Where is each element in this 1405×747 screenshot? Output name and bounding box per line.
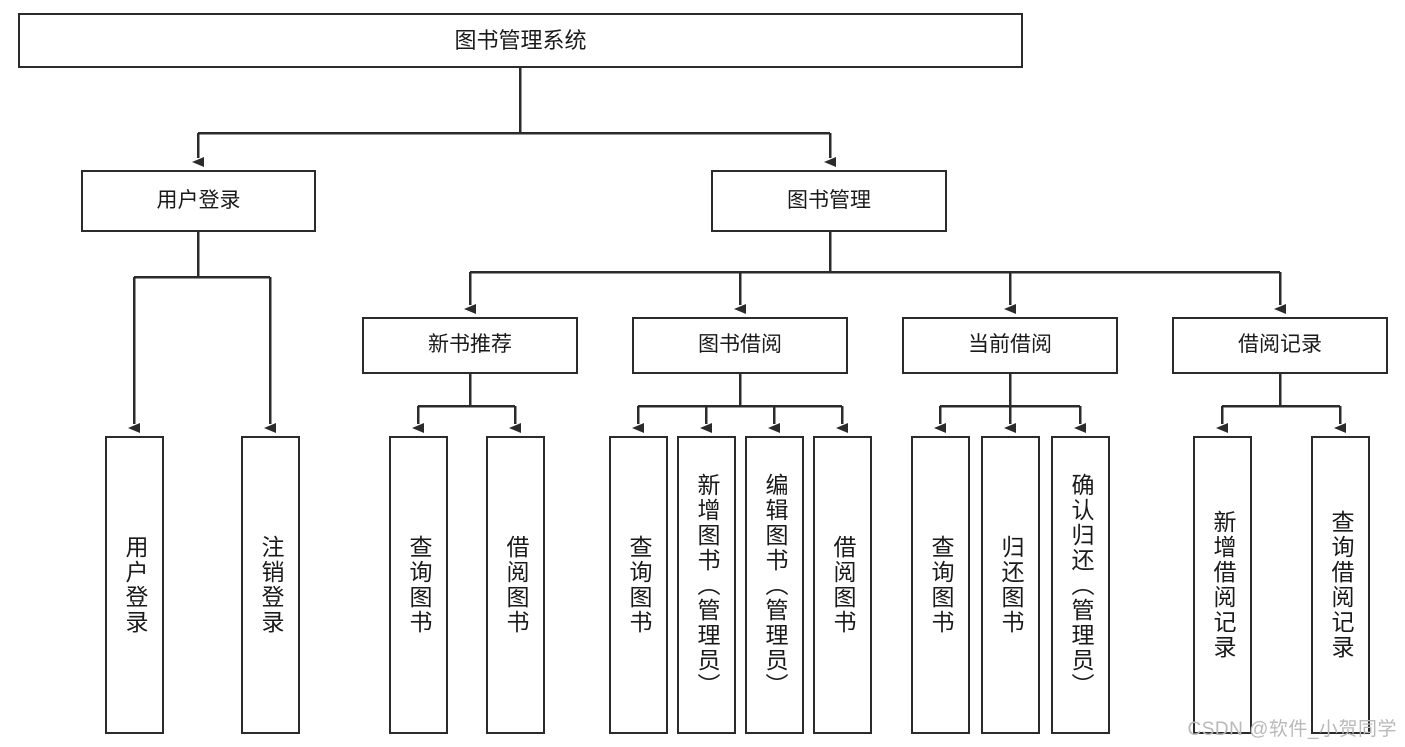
leaf-new-book-query[interactable]: 查询图书 bbox=[389, 436, 448, 734]
node-book-management-system[interactable]: 图书管理系统 bbox=[18, 13, 1023, 68]
node-label: 借阅图书 bbox=[503, 535, 529, 635]
node-label: 查询借阅记录 bbox=[1328, 510, 1354, 660]
node-new-book-recommendation[interactable]: 新书推荐 bbox=[362, 317, 578, 374]
leaf-book-borrow-edit[interactable]: 编辑图书（管理员） bbox=[745, 436, 804, 734]
leaf-user-login-login[interactable]: 用户登录 bbox=[105, 436, 164, 734]
leaf-current-borrow-query[interactable]: 查询图书 bbox=[911, 436, 970, 734]
node-label: 借阅图书 bbox=[830, 535, 856, 635]
node-user-login[interactable]: 用户登录 bbox=[81, 170, 316, 232]
leaf-borrow-record-query[interactable]: 查询借阅记录 bbox=[1311, 436, 1370, 734]
node-label: 当前借阅 bbox=[968, 333, 1052, 357]
node-label: 归还图书 bbox=[998, 535, 1024, 635]
node-borrow-records[interactable]: 借阅记录 bbox=[1172, 317, 1388, 374]
node-current-borrowing[interactable]: 当前借阅 bbox=[902, 317, 1118, 374]
node-label: 用户登录 bbox=[156, 188, 241, 212]
node-book-borrowing[interactable]: 图书借阅 bbox=[632, 317, 848, 374]
csdn-watermark: CSDN @软件_小贺同学 bbox=[1187, 719, 1397, 740]
leaf-book-borrow-query[interactable]: 查询图书 bbox=[609, 436, 668, 734]
leaf-user-login-logout[interactable]: 注销登录 bbox=[241, 436, 300, 734]
node-label: 新增借阅记录 bbox=[1210, 510, 1236, 660]
node-label: 新增图书（管理员） bbox=[694, 472, 720, 698]
node-label: 借阅记录 bbox=[1238, 333, 1322, 357]
leaf-book-borrow-borrow[interactable]: 借阅图书 bbox=[813, 436, 872, 734]
leaf-new-book-borrow[interactable]: 借阅图书 bbox=[486, 436, 545, 734]
node-book-management[interactable]: 图书管理 bbox=[711, 170, 947, 232]
node-label: 查询图书 bbox=[928, 535, 954, 635]
node-label: 查询图书 bbox=[626, 535, 652, 635]
leaf-borrow-record-add[interactable]: 新增借阅记录 bbox=[1193, 436, 1252, 734]
node-label: 编辑图书（管理员） bbox=[762, 472, 788, 698]
leaf-book-borrow-add[interactable]: 新增图书（管理员） bbox=[677, 436, 736, 734]
node-label: 图书管理 bbox=[787, 188, 871, 212]
node-label: 用户登录 bbox=[122, 535, 148, 635]
leaf-current-borrow-return[interactable]: 归还图书 bbox=[981, 436, 1040, 734]
node-label: 图书管理系统 bbox=[454, 27, 587, 53]
leaf-current-borrow-confirm-return[interactable]: 确认归还（管理员） bbox=[1051, 436, 1110, 734]
node-label: 新书推荐 bbox=[428, 333, 512, 357]
node-label: 图书借阅 bbox=[698, 333, 782, 357]
node-label: 确认归还（管理员） bbox=[1068, 472, 1094, 698]
node-label: 查询图书 bbox=[406, 535, 432, 635]
node-label: 注销登录 bbox=[258, 535, 284, 635]
